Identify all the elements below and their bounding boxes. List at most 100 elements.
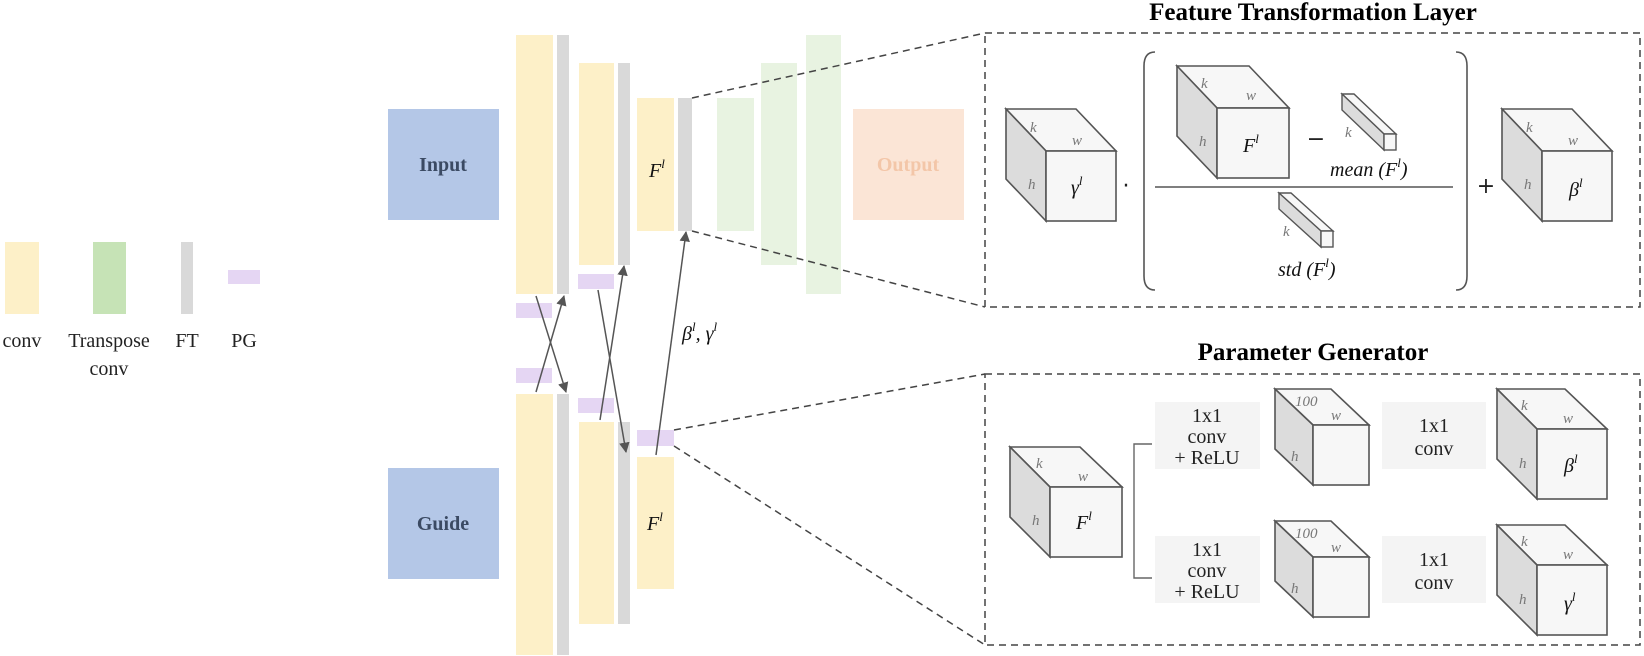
svg-text:1x1: 1x1: [1419, 549, 1449, 571]
input-conv-3: [637, 98, 674, 231]
legend-transpose-label-2: conv: [90, 358, 129, 380]
guide-conv-3: [637, 457, 674, 589]
pg-top-2: [578, 274, 614, 289]
svg-text:h: h: [1032, 513, 1040, 529]
plus-operator: +: [1477, 174, 1495, 199]
guide-conv-2: [579, 422, 614, 624]
right-paren: [1455, 51, 1468, 291]
std-label: std (Fl): [1278, 255, 1336, 281]
svg-text:k: k: [1201, 76, 1208, 92]
legend-transpose-label-1: Transpose: [68, 330, 150, 352]
legend-conv-label: conv: [3, 330, 42, 352]
input-ft-2: [618, 63, 630, 265]
svg-text:Fl: Fl: [1075, 508, 1092, 534]
svg-text:w: w: [1563, 411, 1573, 427]
arrow-top1-to-bottom: [535, 295, 569, 394]
input-label: Input: [419, 154, 467, 176]
transpose-conv-3: [806, 35, 841, 294]
param-gen-frame: [984, 373, 1641, 646]
pg-beta-cube: k w h βl: [1495, 387, 1609, 501]
left-paren: [1143, 51, 1156, 291]
svg-text:conv: conv: [1188, 426, 1227, 448]
guide-ft-2: [618, 422, 630, 624]
legend-transpose-swatch: [93, 242, 126, 314]
svg-text:h: h: [1519, 592, 1527, 608]
svg-text:conv: conv: [1188, 560, 1227, 582]
svg-text:w: w: [1246, 88, 1256, 104]
svg-text:Fl: Fl: [1242, 131, 1259, 157]
svg-text:+ ReLU: + ReLU: [1174, 581, 1240, 603]
legend-conv-swatch: [5, 242, 39, 314]
pg-bottom-3: [637, 430, 674, 446]
svg-text:w: w: [1568, 133, 1578, 149]
guide-ft-1: [557, 394, 569, 655]
svg-text:h: h: [1524, 177, 1532, 193]
dot-operator: ·: [1123, 174, 1130, 199]
svg-text:k: k: [1036, 456, 1043, 472]
arrow-bottom1-to-top: [535, 294, 567, 393]
guide-box: [388, 468, 499, 579]
guide-feature-label: Fl: [646, 509, 663, 535]
pg-bracket: [1133, 443, 1152, 579]
legend-pg-swatch: [228, 270, 260, 284]
network: Input Guide Output Fl Fl: [388, 32, 986, 655]
arrow-pg-to-ft: [655, 230, 690, 456]
svg-text:1x1: 1x1: [1192, 405, 1222, 427]
input-ft-1: [557, 35, 569, 294]
svg-text:w: w: [1563, 547, 1573, 563]
svg-text:1x1: 1x1: [1419, 415, 1449, 437]
svg-text:w: w: [1331, 408, 1341, 424]
legend-pg-label: PG: [231, 330, 257, 352]
svg-text:βl: βl: [1563, 451, 1578, 477]
svg-text:w: w: [1072, 133, 1082, 149]
arrow-top2-to-bottom: [597, 289, 630, 454]
legend-ft-swatch: [181, 242, 193, 314]
param-gen-panel: Parameter Generator k w h Fl 1x1 conv + …: [984, 339, 1641, 646]
pg-bottom-2: [578, 398, 614, 413]
ft-layer-title: Feature Transformation Layer: [1149, 0, 1477, 26]
svg-text:k: k: [1521, 534, 1528, 550]
param-gen-title: Parameter Generator: [1198, 339, 1429, 366]
svg-text:k: k: [1521, 398, 1528, 414]
svg-text:conv: conv: [1415, 572, 1454, 594]
pg-hidden-cube-top: 100 w h: [1272, 387, 1372, 487]
svg-text:1x1: 1x1: [1192, 539, 1222, 561]
pg-gamma-cube: k w h γl: [1495, 523, 1609, 637]
legend: conv Transpose conv FT PG: [3, 242, 260, 380]
mean-bar: k: [1340, 92, 1398, 152]
svg-text:w: w: [1078, 469, 1088, 485]
svg-text:w: w: [1331, 540, 1341, 556]
svg-text:h: h: [1519, 456, 1527, 472]
legend-ft-label: FT: [175, 330, 198, 352]
pg-conv-box-bottom: [1382, 536, 1486, 603]
std-bar: k: [1277, 191, 1335, 249]
guide-conv-1: [516, 394, 553, 655]
svg-text:βl: βl: [1568, 175, 1583, 201]
svg-text:100: 100: [1295, 394, 1318, 410]
pg-top-1: [516, 303, 552, 318]
cross-arrows: [535, 230, 690, 456]
ft-layer-frame: [984, 32, 1641, 308]
input-conv-2: [579, 63, 614, 265]
svg-text:k: k: [1283, 224, 1290, 240]
output-label: Output: [877, 154, 940, 176]
input-feature-label: Fl: [648, 156, 665, 182]
beta-cube: k w h βl: [1500, 107, 1614, 223]
transpose-conv-1: [717, 98, 754, 231]
svg-text:100: 100: [1295, 526, 1318, 542]
feature-cube: k w h Fl: [1175, 64, 1291, 180]
svg-text:h: h: [1291, 581, 1299, 597]
mean-label: mean (Fl): [1330, 155, 1408, 181]
input-box: [388, 109, 499, 220]
svg-text:h: h: [1028, 177, 1036, 193]
pg-feature-cube: k w h Fl: [1008, 445, 1124, 559]
svg-text:h: h: [1199, 134, 1207, 150]
svg-text:γl: γl: [1071, 173, 1083, 199]
guide-label: Guide: [417, 513, 469, 535]
pg-bottom-1: [516, 368, 552, 383]
svg-text:k: k: [1526, 120, 1533, 136]
pg-conv-relu-box-bottom: [1155, 536, 1260, 603]
svg-text:conv: conv: [1415, 438, 1454, 460]
svg-text:γl: γl: [1564, 589, 1576, 615]
